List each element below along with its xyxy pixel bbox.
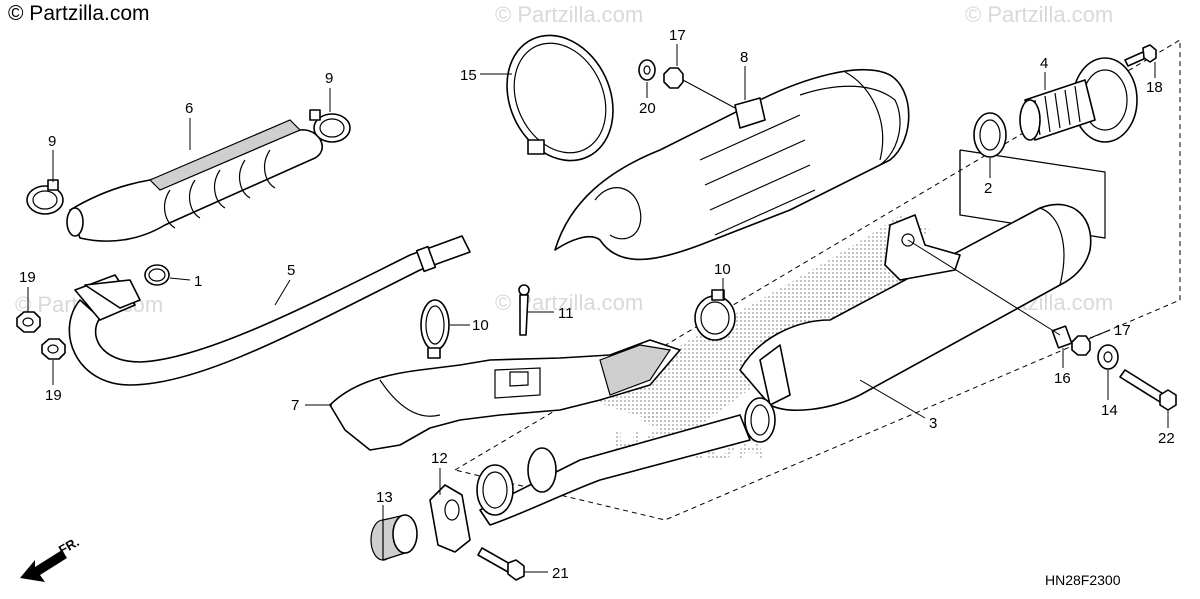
- callout-13: 13: [376, 489, 393, 506]
- callout-15: 15: [460, 67, 477, 84]
- copyright-text: © Partzilla.com: [8, 2, 150, 25]
- callout-4: 4: [1040, 55, 1048, 72]
- callout-17-top: 17: [669, 27, 686, 44]
- part-11-band: [518, 284, 530, 336]
- callout-22: 22: [1158, 430, 1175, 447]
- callout-20: 20: [639, 100, 656, 117]
- part-22-bolt: [1119, 369, 1177, 411]
- part-13-rubber-collar: [370, 514, 418, 561]
- part-16-collar: [1051, 325, 1073, 349]
- callout-9-right: 9: [325, 70, 333, 87]
- part-7-heat-shield: [329, 339, 681, 451]
- part-19-nut-upper: [16, 311, 41, 333]
- diagram-code: HN28F2300: [1045, 572, 1121, 588]
- part-10-clamp-left: [420, 299, 450, 359]
- watermark-text: © Partzilla.com: [495, 2, 643, 27]
- part-17-nut-right: [1071, 335, 1091, 356]
- part-14-collar: [1097, 344, 1119, 370]
- callout-6: 6: [185, 100, 193, 117]
- assembly-boundary: [454, 39, 1181, 521]
- front-direction-arrow: FR.: [20, 534, 82, 582]
- part-20-washer: [638, 59, 656, 81]
- part-9-clamp-left: [26, 179, 64, 215]
- callout-21: 21: [552, 565, 569, 582]
- callout-8: 8: [740, 49, 748, 66]
- callout-11: 11: [558, 305, 574, 322]
- part-15-band: [506, 34, 614, 162]
- part-3-muffler: [476, 203, 1092, 526]
- part-19-nut-lower: [41, 338, 66, 360]
- callout-7: 7: [291, 397, 299, 414]
- part-5-exhaust-pipe: [68, 235, 471, 386]
- callout-10-left: 10: [472, 317, 489, 334]
- callout-19-lower: 19: [45, 387, 62, 404]
- callout-17-right: 17: [1114, 322, 1131, 339]
- part-17-nut-top: [663, 67, 684, 89]
- part-9-clamp-right: [309, 109, 351, 143]
- callout-10-right: 10: [714, 261, 731, 278]
- callout-12: 12: [431, 450, 448, 467]
- part-1-gasket: [144, 264, 170, 286]
- part-8-muffler-protector: [554, 68, 910, 261]
- callout-labels: 1 2 3 4 5 6 7 8 9 9 10 10 11 12 13 14 15…: [19, 27, 1175, 582]
- callout-1: 1: [194, 273, 202, 290]
- callout-16: 16: [1054, 370, 1071, 387]
- callout-19-upper: 19: [19, 269, 36, 286]
- leader-lines: [27, 44, 1169, 573]
- callout-3: 3: [929, 415, 937, 432]
- callout-9-left: 9: [48, 133, 56, 150]
- part-10-clamp-right: [694, 289, 736, 341]
- part-12-stay: [429, 484, 471, 553]
- part-6-exhaust-pipe-shielded: [66, 119, 323, 242]
- part-2-gasket: [973, 112, 1007, 158]
- part-18-bolt: [1124, 44, 1157, 67]
- watermark-text: © Partzilla.com: [965, 2, 1113, 27]
- part-4-spark-arrester: [1019, 57, 1138, 143]
- callout-2: 2: [984, 180, 992, 197]
- callout-5: 5: [287, 262, 295, 279]
- callout-14: 14: [1101, 402, 1118, 419]
- part-21-bolt: [477, 547, 525, 581]
- callout-18: 18: [1146, 79, 1163, 96]
